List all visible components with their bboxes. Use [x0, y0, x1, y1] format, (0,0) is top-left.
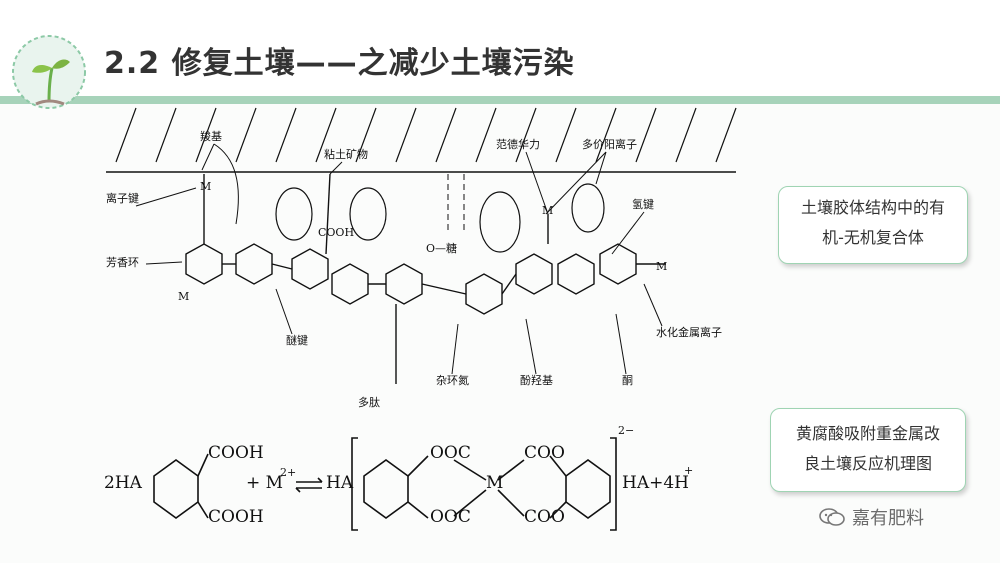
metal-ion-4: M [178, 290, 189, 303]
callout-fulvic-acid-mechanism: 黄腐酸吸附重金属改 良土壤反应机理图 [770, 408, 966, 492]
reaction-charge: 2+ [280, 466, 296, 479]
metal-ion-2: M [542, 204, 553, 217]
metal-ion-1: M [200, 180, 211, 193]
callout1-line1: 土壤胶体结构中的有 [800, 198, 945, 217]
reaction-ha: HA [326, 473, 354, 493]
label-hydrated-metal-ion: 水化金属离子 [656, 325, 722, 339]
reaction-cooh-top: COOH [208, 443, 264, 463]
label-van-der-waals: 范德华力 [496, 137, 540, 151]
label-aromatic-ring: 芳香环 [106, 255, 139, 269]
watermark: 嘉有肥料 [818, 504, 924, 530]
clay-surface-hatching [106, 107, 737, 173]
reaction-equation: 2HA COOH COOH + M 2+ HA OOC OOC M COO CO… [104, 424, 693, 527]
label-ether-bond: 醚键 [286, 333, 308, 347]
sprout-logo [6, 32, 92, 124]
hydration-bubbles [275, 183, 605, 253]
label-polyvalent-cation: 多价阳离子 [582, 137, 637, 151]
reaction-plus-charge: + [684, 464, 693, 477]
reaction-right: HA+4H [622, 473, 689, 493]
callout2-line2: 良土壤反应机理图 [803, 454, 932, 473]
callout2-line1: 黄腐酸吸附重金属改 [795, 424, 940, 443]
label-ionic-bond: 离子键 [106, 191, 139, 205]
humus-complex-diagram: 羧基 粘土矿物 范德华力 多价阳离子 离子键 氢键 芳香环 醚键 水化金属离子 … [104, 107, 737, 531]
cooh-label: COOH [318, 226, 354, 239]
reaction-m: M [486, 473, 503, 493]
aromatic-rings [185, 173, 666, 384]
reaction-ooc-top: OOC [430, 443, 471, 463]
metal-ion-3: M [656, 260, 667, 273]
wechat-icon [819, 508, 845, 526]
label-carboxyl: 羧基 [200, 129, 222, 143]
label-clay-mineral: 粘土矿物 [324, 147, 368, 161]
label-ketone: 酮 [622, 374, 633, 387]
label-heterocyclic-n: 杂环氮 [436, 373, 469, 387]
reaction-plus-m: + M [246, 473, 283, 493]
page-title: 2.2 修复土壤——之减少土壤污染 [104, 46, 575, 81]
reaction-minus2: 2− [618, 424, 634, 437]
header-band [0, 0, 1000, 96]
callout1-line2: 机-无机复合体 [822, 228, 924, 247]
reaction-2ha: 2HA [104, 473, 143, 493]
reaction-coo-top: COO [524, 443, 565, 463]
label-sugar: O—糖 [426, 241, 457, 255]
label-hydrogen-bond: 氢键 [632, 197, 654, 211]
header-divider [0, 96, 1000, 104]
callout-organic-inorganic-complex: 土壤胶体结构中的有 机-无机复合体 [778, 186, 968, 264]
reaction-ooc-bottom: OOC [430, 507, 471, 527]
reaction-coo-bottom: COO [524, 507, 565, 527]
label-phenolic-hydroxyl: 酚羟基 [520, 373, 553, 387]
watermark-text: 嘉有肥料 [852, 508, 924, 529]
label-polypeptide: 多肽 [358, 395, 380, 409]
reaction-cooh-bottom: COOH [208, 507, 264, 527]
